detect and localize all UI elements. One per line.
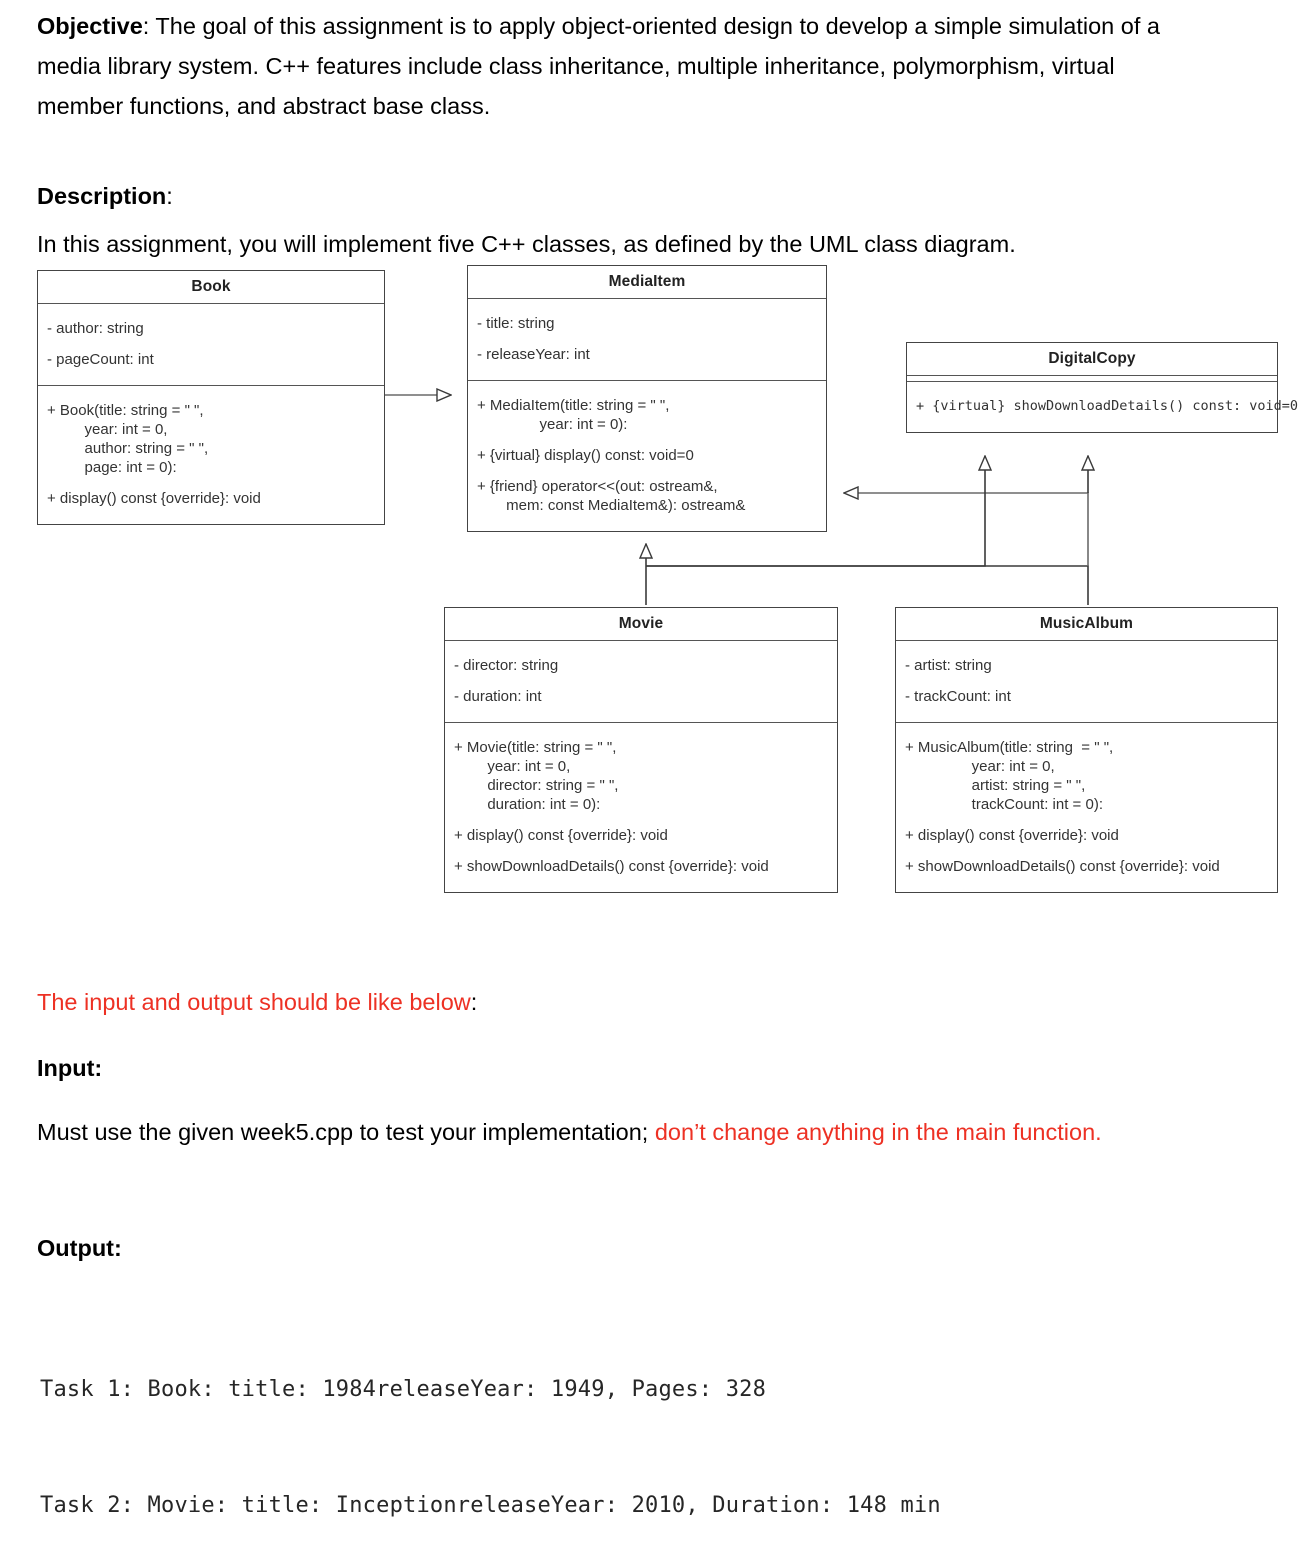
uml-class-diagram: Book - author: string - pageCount: int +…: [37, 265, 1299, 893]
uml-class-musicalbum: MusicAlbum - artist: string - trackCount…: [895, 607, 1278, 893]
uml-operation: + MediaItem(title: string = " ", year: i…: [477, 397, 670, 433]
uml-class-mediaitem-title: MediaItem: [468, 266, 826, 299]
uml-class-musicalbum-attributes: - artist: string - trackCount: int: [896, 641, 1277, 723]
uml-operation: + {friend} operator<<(out: ostream&, mem…: [477, 478, 746, 514]
uml-class-musicalbum-operations: + MusicAlbum(title: string = " ", year: …: [896, 723, 1277, 892]
uml-class-mediaitem-attributes: - title: string - releaseYear: int: [468, 299, 826, 381]
uml-class-book-operations: + Book(title: string = " ", year: int = …: [38, 386, 384, 524]
uml-operation: + showDownloadDetails() const {override}…: [454, 858, 769, 875]
uml-operation: + display() const {override}: void: [905, 827, 1119, 844]
uml-attribute: - duration: int: [454, 688, 542, 705]
description-paragraph: In this assignment, you will implement f…: [37, 231, 1016, 257]
uml-operation: + Book(title: string = " ", year: int = …: [47, 402, 209, 476]
objective-label: Objective: [37, 13, 143, 39]
output-heading: Output:: [37, 1235, 122, 1261]
uml-operation: + Movie(title: string = " ", year: int =…: [454, 739, 619, 813]
uml-operation: + display() const {override}: void: [47, 490, 261, 507]
uml-class-mediaitem: MediaItem - title: string - releaseYear:…: [467, 265, 827, 532]
uml-class-musicalbum-title: MusicAlbum: [896, 608, 1277, 641]
uml-class-digitalcopy-title: DigitalCopy: [907, 343, 1277, 376]
uml-class-movie-operations: + Movie(title: string = " ", year: int =…: [445, 723, 837, 892]
uml-class-movie: Movie - director: string - duration: int…: [444, 607, 838, 893]
input-heading: Input:: [37, 1055, 103, 1081]
uml-attribute: - director: string: [454, 657, 559, 674]
uml-attribute: - title: string: [477, 315, 555, 332]
description-heading: Description:: [37, 176, 1197, 216]
input-paragraph: Must use the given week5.cpp to test you…: [37, 1112, 1197, 1152]
relation-musicalbum-mediaitem: [844, 493, 1089, 566]
uml-attribute: - pageCount: int: [47, 351, 154, 368]
io-note-line: The input and output should be like belo…: [37, 982, 1197, 1022]
description-label: Description: [37, 183, 167, 209]
uml-class-movie-title: Movie: [445, 608, 837, 641]
uml-class-digitalcopy: DigitalCopy + {virtual} showDownloadDeta…: [906, 342, 1299, 433]
uml-attribute: - releaseYear: int: [477, 346, 590, 363]
uml-class-mediaitem-operations: + MediaItem(title: string = " ", year: i…: [468, 381, 826, 531]
relation-musicalbum-mediaitem-elbow: [646, 565, 1089, 605]
io-note-colon: :: [470, 989, 478, 1015]
uml-attribute: - trackCount: int: [905, 688, 1011, 705]
uml-class-digitalcopy-operations: + {virtual} showDownloadDetails() const:…: [907, 382, 1299, 432]
objective-text: : The goal of this assignment is to appl…: [37, 13, 1160, 119]
uml-attribute: - artist: string: [905, 657, 992, 674]
input-text-red: don’t change anything in the main functi…: [654, 1119, 1102, 1145]
output-console-block: Task 1: Book: title: 1984releaseYear: 19…: [40, 1294, 941, 1549]
uml-class-book-attributes: - author: string - pageCount: int: [38, 304, 384, 386]
output-line: Task 1: Book: title: 1984releaseYear: 19…: [40, 1377, 767, 1402]
uml-class-book-title: Book: [38, 271, 384, 304]
uml-operation: + showDownloadDetails() const {override}…: [905, 858, 1220, 875]
uml-class-movie-attributes: - director: string - duration: int: [445, 641, 837, 723]
uml-operation: + {virtual} display() const: void=0: [477, 447, 694, 464]
output-line: Task 2: Movie: title: InceptionreleaseYe…: [40, 1492, 941, 1518]
uml-class-book: Book - author: string - pageCount: int +…: [37, 270, 385, 525]
uml-class-digitalcopy-attributes: [907, 376, 1277, 382]
uml-attribute: - author: string: [47, 320, 144, 337]
input-text-black: Must use the given week5.cpp to test you…: [37, 1119, 655, 1145]
io-note-red: The input and output should be like belo…: [37, 989, 471, 1015]
uml-operation: + MusicAlbum(title: string = " ", year: …: [905, 739, 1114, 813]
objective-paragraph: Objective: The goal of this assignment i…: [37, 6, 1197, 126]
description-colon: :: [166, 183, 173, 209]
uml-operation: + display() const {override}: void: [454, 827, 668, 844]
uml-operation: + {virtual} showDownloadDetails() const:…: [916, 398, 1299, 414]
